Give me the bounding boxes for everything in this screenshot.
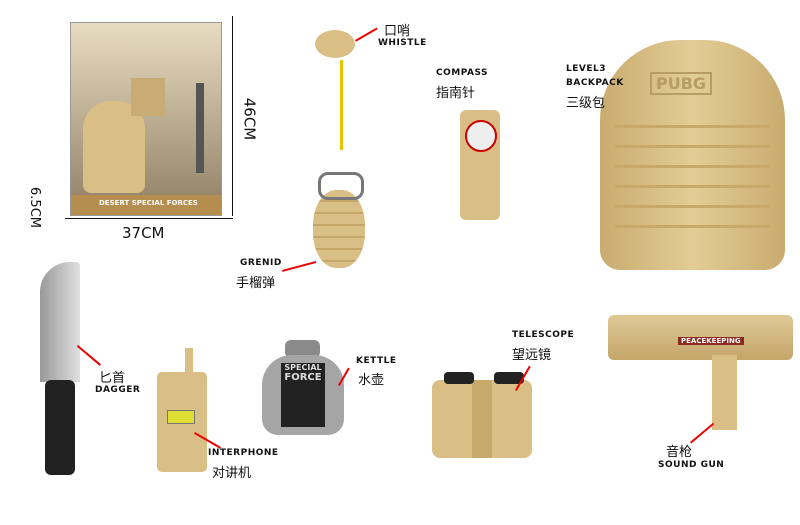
telescope-label-zh: 望远镜 bbox=[512, 348, 552, 363]
whistle-pointer bbox=[355, 27, 378, 42]
dimension-line-width bbox=[65, 218, 233, 219]
gun-pointer bbox=[690, 422, 715, 444]
grenade-label-zh: 手榴弹 bbox=[236, 276, 276, 291]
kettle-print-2: FORCE bbox=[284, 372, 322, 383]
whistle-label-en: WHISTLE bbox=[378, 38, 427, 48]
interphone-screen bbox=[167, 410, 195, 424]
kettle-print-1: SPECIAL bbox=[284, 363, 322, 372]
dagger-label-en: DAGGER bbox=[95, 385, 141, 395]
kettle: SPECIAL FORCE bbox=[262, 355, 344, 435]
compass bbox=[460, 110, 500, 220]
kettle-label-en: KETTLE bbox=[356, 356, 397, 366]
grenade bbox=[313, 190, 365, 268]
interphone-label-en: INTERPHONE bbox=[208, 448, 279, 458]
backpack-label-zh: 三级包 bbox=[566, 96, 606, 111]
kettle-cap bbox=[285, 340, 320, 358]
dagger-blade bbox=[40, 262, 80, 382]
dagger-pointer bbox=[76, 345, 101, 366]
depth-dimension: 6.5CM bbox=[26, 187, 42, 228]
box-knife bbox=[196, 83, 204, 173]
compass-label-zh: 指南针 bbox=[436, 86, 476, 101]
interphone bbox=[157, 372, 207, 472]
gun-grip bbox=[712, 355, 737, 430]
telescope bbox=[432, 380, 532, 458]
gun-label-zh: 音枪 bbox=[666, 445, 693, 460]
gun-print: PEACEKEEPING bbox=[678, 337, 744, 345]
dagger-label-zh: 匕首 bbox=[99, 371, 126, 386]
whistle-label-zh: 口哨 bbox=[384, 24, 411, 39]
compass-dial bbox=[465, 120, 497, 152]
backpack-straps bbox=[615, 125, 770, 245]
dagger-handle bbox=[45, 380, 75, 475]
box-backpack bbox=[83, 101, 145, 193]
dimension-line-height bbox=[232, 16, 233, 216]
box-title-bar bbox=[71, 195, 221, 215]
interphone-label-zh: 对讲机 bbox=[212, 466, 252, 481]
compass-label-en: COMPASS bbox=[436, 68, 489, 78]
backpack-logo: PUBG bbox=[650, 72, 713, 95]
grenade-label-en: GRENID bbox=[240, 258, 282, 268]
grenade-pin bbox=[318, 172, 364, 200]
whistle bbox=[315, 30, 355, 58]
telescope-eyepiece-left bbox=[444, 372, 474, 384]
height-dimension: 46CM bbox=[240, 97, 259, 141]
backpack-label-2: BACKPACK bbox=[566, 78, 624, 88]
backpack-label-1: LEVEL3 bbox=[566, 64, 606, 74]
gun-body: PEACEKEEPING bbox=[608, 315, 793, 360]
package-box: DESERT SPECIAL FORCES bbox=[70, 22, 222, 216]
kettle-label-zh: 水壶 bbox=[358, 373, 385, 388]
backpack: PUBG bbox=[600, 40, 785, 270]
gun-label-en: SOUND GUN bbox=[658, 460, 725, 470]
box-title: DESERT SPECIAL FORCES bbox=[99, 199, 198, 207]
whistle-lanyard bbox=[340, 60, 343, 150]
box-binoculars bbox=[131, 78, 165, 116]
grenade-pointer bbox=[282, 260, 317, 272]
telescope-eyepiece-right bbox=[494, 372, 524, 384]
width-dimension: 37CM bbox=[122, 224, 165, 242]
telescope-label-en: TELESCOPE bbox=[512, 330, 575, 340]
interphone-antenna bbox=[185, 348, 193, 376]
kettle-print: SPECIAL FORCE bbox=[281, 363, 325, 427]
